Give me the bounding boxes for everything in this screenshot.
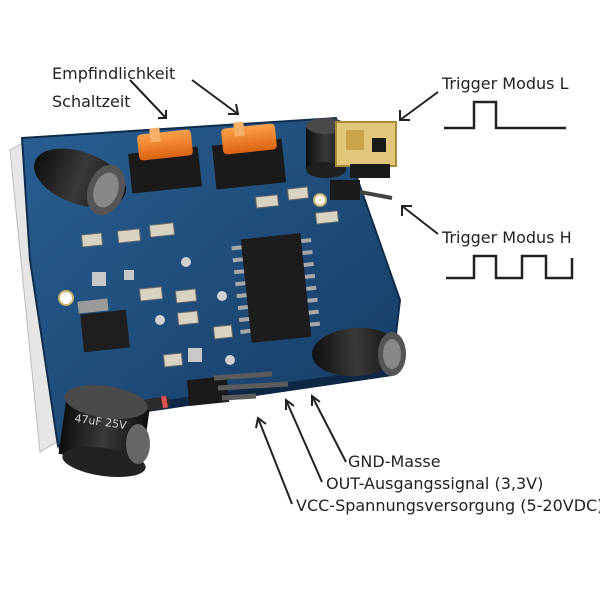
mounting-hole bbox=[58, 290, 74, 306]
label-out: OUT-Ausgangssignal (3,3V) bbox=[326, 474, 544, 493]
smd-components bbox=[80, 186, 340, 368]
annotation-arrows bbox=[129, 79, 439, 505]
jumper-header-base bbox=[330, 180, 360, 200]
label-schaltzeit: Schaltzeit bbox=[52, 92, 131, 111]
label-vcc: VCC-Spannungsversorgung (5-20VDC) bbox=[296, 496, 600, 515]
mounting-hole bbox=[313, 193, 327, 207]
capacitor-top-left bbox=[34, 148, 126, 216]
voltage-regulator bbox=[77, 298, 130, 353]
label-empfindlichkeit: Empfindlichkeit bbox=[52, 64, 176, 83]
waveform-trigger-h bbox=[446, 254, 574, 280]
power-pin-header bbox=[186, 371, 289, 407]
jumper-pin bbox=[359, 190, 393, 200]
label-gnd: GND-Masse bbox=[348, 452, 441, 471]
potentiometer-sensitivity bbox=[128, 127, 202, 194]
label-trigger-modus-h: Trigger Modus H bbox=[442, 228, 572, 247]
potentiometer-time bbox=[211, 121, 287, 190]
trigger-jumper bbox=[335, 121, 397, 178]
capacitor-bottom-left: 47uF 25V bbox=[58, 385, 150, 478]
ic-chip bbox=[231, 233, 321, 343]
label-trigger-modus-l: Trigger Modus L bbox=[442, 74, 569, 93]
waveform-trigger-l bbox=[444, 100, 566, 130]
capacitor-right bbox=[312, 327, 406, 377]
solder-pads bbox=[92, 257, 235, 365]
